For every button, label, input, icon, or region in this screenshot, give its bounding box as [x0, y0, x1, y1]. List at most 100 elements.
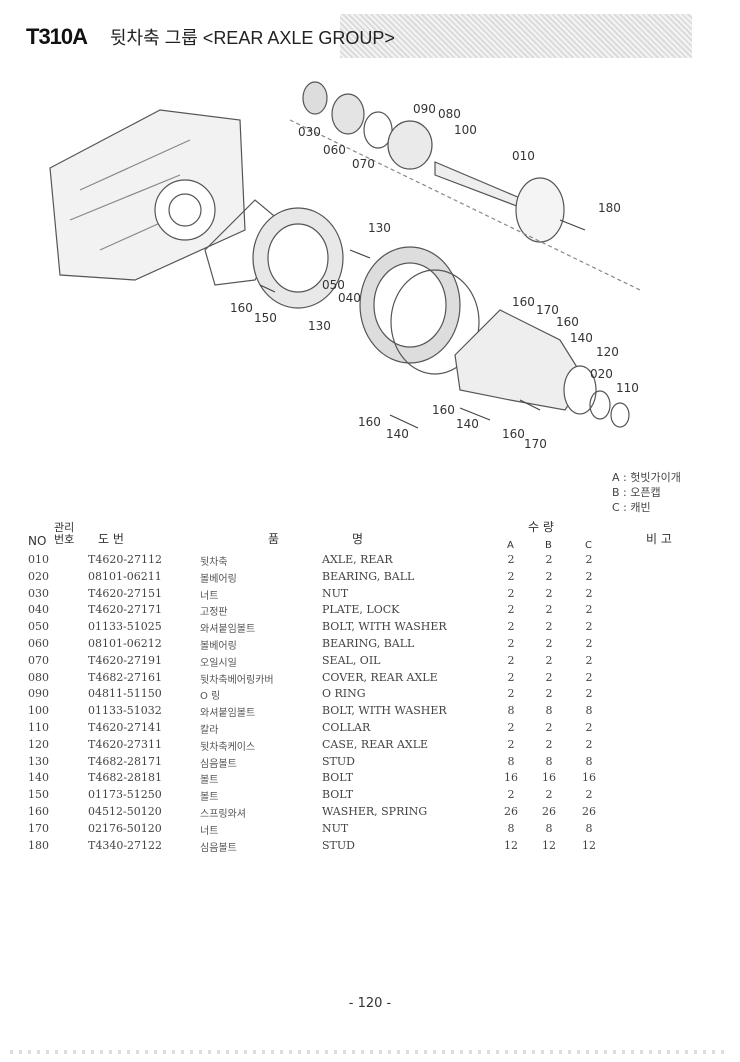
item-number: 050 — [28, 620, 49, 634]
part-number: 01173-51250 — [88, 788, 162, 802]
korean-name: O 링 — [200, 691, 221, 703]
qty-b: 12 — [542, 838, 556, 852]
item-number: 030 — [28, 586, 49, 600]
english-name: SEAL, OIL — [322, 653, 381, 667]
part-number: T4682-27161 — [88, 670, 163, 684]
callout-160e: 160 — [358, 415, 381, 429]
qty-a: 26 — [504, 805, 518, 818]
korean-name: 너트 — [200, 590, 219, 602]
callout-060: 060 — [323, 143, 346, 157]
item-number: 040 — [28, 603, 49, 617]
english-name: BEARING, BALL — [322, 569, 415, 583]
group-title: 뒷차축 그룹 <REAR AXLE GROUP> — [110, 28, 395, 48]
legend-c: C : 캐빈 — [612, 501, 651, 514]
korean-name: 뒷차축 — [200, 557, 228, 568]
qty-c: 2 — [585, 788, 593, 802]
callout-140a: 140 — [570, 331, 593, 345]
qty-a: 2 — [507, 553, 515, 566]
header-b: B — [545, 540, 552, 551]
rear-axle — [434, 161, 523, 209]
item-number: 090 — [28, 687, 49, 701]
qty-b: 26 — [542, 805, 556, 818]
english-name: AXLE, REAR — [322, 553, 393, 566]
qty-b: 8 — [545, 754, 553, 768]
qty-b: 8 — [545, 821, 553, 835]
header-name-suffix: 명 — [352, 532, 364, 546]
callout-070: 070 — [352, 157, 375, 171]
qty-c: 2 — [585, 603, 593, 617]
qty-c: 2 — [585, 553, 593, 566]
part-number: 08101-06212 — [88, 637, 162, 650]
part-number: T4620-27112 — [88, 553, 163, 566]
english-name: COVER, REAR AXLE — [322, 670, 438, 684]
callout-030: 030 — [298, 125, 321, 139]
qty-c: 12 — [582, 838, 596, 852]
qty-a: 2 — [507, 603, 515, 617]
english-name: COLLAR — [322, 721, 371, 734]
callout-040: 040 — [338, 291, 361, 305]
qty-a: 8 — [507, 704, 515, 718]
item-number: 120 — [28, 737, 49, 751]
callout-100: 100 — [454, 123, 477, 137]
korean-name: 볼트 — [200, 775, 219, 787]
qty-c: 2 — [585, 721, 593, 734]
qty-a: 2 — [507, 586, 515, 600]
qty-b: 2 — [545, 721, 553, 734]
qty-c: 2 — [585, 586, 593, 600]
korean-name: 칼라 — [200, 725, 219, 736]
english-name: BOLT, WITH WASHER — [322, 704, 447, 718]
qty-a: 2 — [507, 788, 515, 802]
item-number: 080 — [28, 670, 49, 684]
callout-080: 080 — [438, 107, 461, 121]
callout-020: 020 — [590, 367, 613, 381]
header-c: C — [585, 540, 592, 551]
korean-name: 스프링와셔 — [200, 809, 246, 820]
korean-name: 고정판 — [200, 607, 228, 619]
qty-a: 2 — [507, 569, 515, 583]
header-a: A — [507, 540, 514, 551]
qty-a: 8 — [507, 754, 515, 768]
callout-labels: 030 060 070 090 080 100 010 180 130 050 … — [230, 102, 639, 451]
qty-a: 8 — [507, 821, 515, 835]
korean-name: 와셔붙임볼트 — [200, 624, 256, 636]
korean-name: 심음볼트 — [200, 758, 237, 770]
part-number: T4340-27122 — [88, 838, 163, 852]
korean-name: 뒷차축케이스 — [200, 741, 256, 753]
callout-160c: 160 — [556, 315, 579, 329]
legend-a: A : 헛빗가이개 — [612, 471, 681, 484]
english-name: NUT — [322, 586, 349, 600]
legend-b: B : 오픈캡 — [612, 486, 661, 499]
qty-b: 2 — [545, 788, 553, 802]
qty-a: 2 — [507, 637, 515, 650]
korean-name: 볼트 — [200, 792, 219, 804]
exploded-parts-diagram: 030 060 070 090 080 100 010 180 130 050 … — [49, 81, 641, 451]
item-number: 070 — [28, 653, 49, 667]
callout-130b: 130 — [308, 319, 331, 333]
callout-090: 090 — [413, 102, 436, 116]
item-number: 100 — [28, 704, 49, 718]
part-number: T4620-27141 — [88, 721, 163, 734]
english-name: STUD — [322, 838, 355, 852]
qty-b: 16 — [542, 771, 556, 785]
korean-name: 심음볼트 — [200, 842, 237, 854]
qty-c: 2 — [585, 737, 593, 751]
callout-130a: 130 — [368, 221, 391, 235]
header-remarks: 비 고 — [646, 532, 672, 546]
qty-c: 2 — [585, 637, 593, 650]
qty-b: 2 — [545, 653, 553, 667]
english-name: PLATE, LOCK — [322, 603, 400, 617]
korean-name: 볼베어링 — [200, 573, 237, 585]
header-shading — [340, 14, 692, 58]
